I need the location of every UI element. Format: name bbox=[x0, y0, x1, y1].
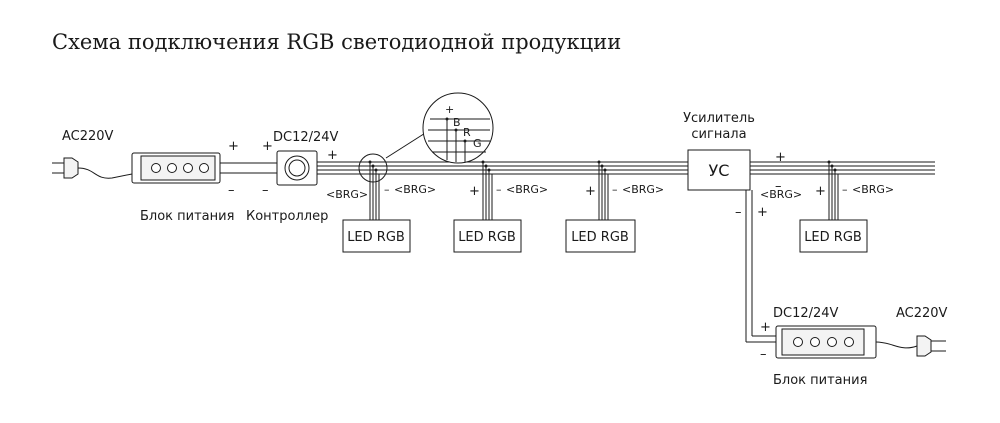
zoom-plus: + bbox=[445, 103, 454, 116]
psu2-plus: + bbox=[760, 320, 771, 335]
brg-label-3: <BRG> bbox=[622, 183, 664, 196]
led-rgb-4 bbox=[799, 219, 868, 253]
tap3-plus: + bbox=[585, 184, 596, 199]
ac-label-left: AC220V bbox=[62, 129, 114, 144]
controller-plus-in: + bbox=[262, 139, 273, 154]
amp-label-line2: сигнала bbox=[691, 127, 746, 142]
wire-zoom-detail bbox=[422, 92, 494, 164]
zoom-g: G bbox=[473, 137, 482, 150]
psu-plus-sign: + bbox=[228, 139, 239, 154]
brg-label-1b: <BRG> bbox=[394, 183, 436, 196]
brg-label-1a: <BRG> bbox=[326, 188, 368, 201]
signal-amplifier bbox=[687, 149, 751, 191]
psu-label-right: Блок питания bbox=[773, 373, 867, 388]
zoom-r: R bbox=[463, 126, 471, 139]
tap-1 bbox=[358, 129, 431, 220]
led-rgb-3 bbox=[565, 219, 636, 253]
brg-label-2: <BRG> bbox=[506, 183, 548, 196]
tap2-minus: – bbox=[496, 183, 502, 196]
psu-minus-sign: – bbox=[228, 183, 235, 198]
diagram-title: Схема подключения RGB светодиодной проду… bbox=[52, 30, 622, 54]
controller-label: Контроллер bbox=[246, 209, 328, 224]
tap-2 bbox=[481, 160, 493, 220]
amp-power-feed bbox=[745, 190, 776, 343]
tap1-minus: – bbox=[384, 183, 390, 196]
plug-icon-left bbox=[52, 157, 133, 179]
tap-4 bbox=[827, 160, 839, 220]
amp-minus-in: – bbox=[735, 205, 742, 220]
amp-minus-out: – bbox=[775, 179, 782, 194]
tap3-minus: – bbox=[612, 183, 618, 196]
tap2-plus: + bbox=[469, 184, 480, 199]
power-supply-left bbox=[131, 152, 221, 184]
tap4-minus: – bbox=[842, 183, 848, 196]
amp-box-label: УС bbox=[709, 161, 730, 180]
controller-plus-out: + bbox=[327, 148, 338, 163]
brg-label-4: <BRG> bbox=[852, 183, 894, 196]
ac-label-right: AC220V bbox=[896, 306, 948, 321]
psu2-minus: – bbox=[760, 347, 767, 362]
amp-plus-in: + bbox=[757, 205, 768, 220]
led-label-3: LED RGB bbox=[571, 230, 629, 245]
brg-label-amp: <BRG> bbox=[760, 188, 802, 201]
controller bbox=[276, 150, 318, 186]
led-label-1: LED RGB bbox=[347, 230, 405, 245]
led-rgb-2 bbox=[453, 219, 522, 253]
dc-label-right: DC12/24V bbox=[773, 306, 839, 321]
amp-plus-out: + bbox=[775, 150, 786, 165]
led-rgb-1 bbox=[342, 219, 411, 253]
power-supply-right bbox=[775, 325, 877, 359]
plug-icon-right bbox=[875, 335, 946, 357]
tap-3 bbox=[597, 160, 609, 220]
psu-label-left: Блок питания bbox=[140, 209, 234, 224]
led-label-2: LED RGB bbox=[458, 230, 516, 245]
tap4-plus: + bbox=[815, 184, 826, 199]
led-label-4: LED RGB bbox=[804, 230, 862, 245]
bus-after-amp bbox=[750, 161, 935, 175]
zoom-b: B bbox=[453, 116, 461, 129]
controller-minus-in: – bbox=[262, 183, 269, 198]
dc-label-left: DC12/24V bbox=[273, 130, 339, 145]
amp-label-line1: Усилитель bbox=[683, 111, 755, 126]
